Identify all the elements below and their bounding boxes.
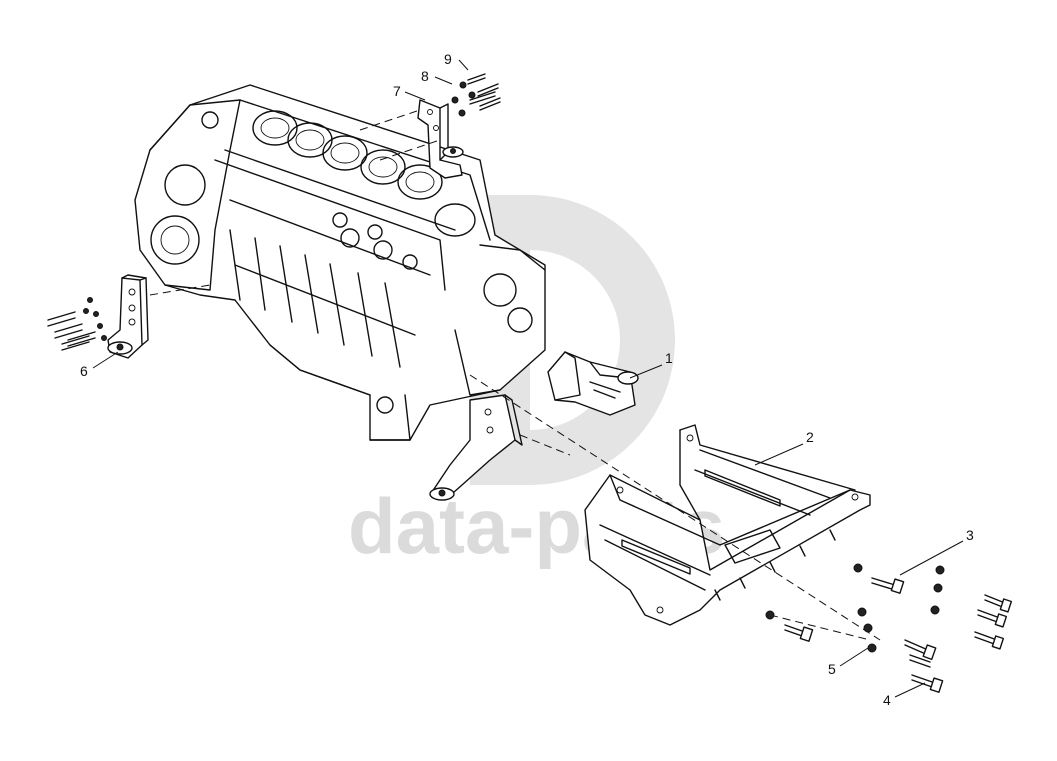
callout-8: 8 bbox=[421, 68, 429, 84]
flywheel-housing bbox=[149, 99, 241, 291]
engine-mount-bracket-front bbox=[429, 394, 523, 501]
callout-3: 3 bbox=[966, 527, 974, 543]
callout-7: 7 bbox=[393, 83, 401, 99]
callout-leaders bbox=[92, 59, 964, 698]
cylinder-bores bbox=[252, 110, 476, 237]
timing-end bbox=[369, 244, 546, 441]
assembly-lines bbox=[149, 109, 881, 641]
callout-5: 5 bbox=[828, 661, 836, 677]
crankcase-ribs bbox=[229, 199, 431, 396]
callout-1: 1 bbox=[665, 350, 673, 366]
watermark-logo bbox=[530, 195, 675, 485]
engine-block bbox=[134, 84, 546, 441]
engine-mount-rubber bbox=[547, 351, 639, 416]
callout-4: 4 bbox=[883, 692, 891, 708]
base-frame bbox=[584, 424, 871, 626]
hardware-bolts-washers bbox=[765, 563, 1013, 693]
side-ports bbox=[332, 212, 418, 270]
callout-6: 6 bbox=[80, 363, 88, 379]
bolts-part-6 bbox=[47, 297, 107, 351]
callout-2: 2 bbox=[806, 429, 814, 445]
engine-mount-bracket-left bbox=[107, 274, 149, 359]
bolts-part-8-9 bbox=[451, 73, 501, 117]
engine-mount-bracket-top bbox=[417, 99, 464, 179]
callout-labels: 1 2 3 4 5 6 7 8 9 bbox=[80, 51, 974, 708]
callout-9: 9 bbox=[444, 51, 452, 67]
